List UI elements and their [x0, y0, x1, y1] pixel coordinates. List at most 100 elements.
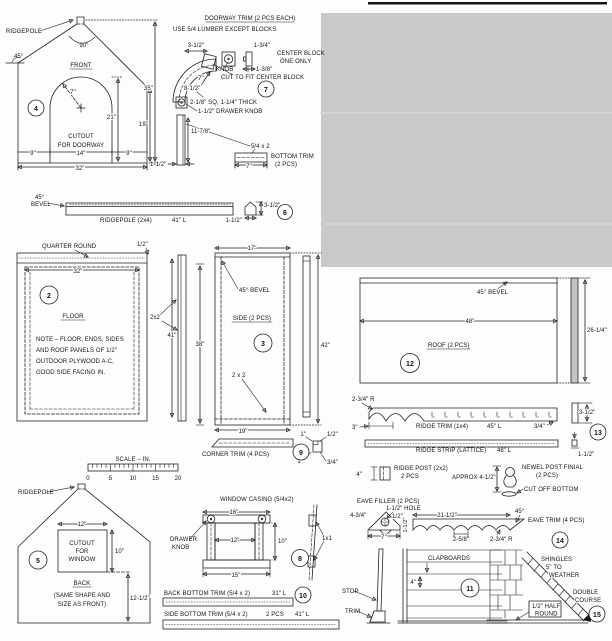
roof-panel: [359, 277, 558, 384]
stop-label: STOP: [342, 589, 359, 595]
scale-10: 10: [130, 476, 137, 482]
dt-block-note: 2-1/8" SQ, 1-1/4" THICK: [190, 100, 257, 106]
eave-part-circle: [551, 531, 569, 549]
ridge-strip-label: RIDGE STRIP (LATTICE): [416, 448, 486, 454]
back-win-width: 12": [77, 522, 86, 528]
section-side: 38" 17" 45° BEVEL SIDE (2 PCS) 42" 2 x 2…: [194, 245, 331, 436]
scale-0: 0: [86, 476, 90, 482]
siding-part-number: 11: [466, 586, 474, 593]
dt-dim-8-5: 8-1/2": [184, 86, 200, 92]
wc-inner-width: 12": [230, 538, 239, 544]
dt-dim-7: 7": [198, 76, 204, 82]
corner-trim-part-circle: [292, 443, 310, 461]
side-top-width: 17": [247, 246, 256, 252]
front-peak-angle: 90°: [79, 43, 89, 49]
dt-strip-len: 11-7/8": [191, 129, 210, 135]
dt-dim-3-5: 3-1/2": [188, 43, 204, 49]
ridgepole-bevel-1: 45°: [35, 195, 45, 201]
finial-label-1: NEWEL POST FINIAL: [522, 465, 584, 471]
section-siding: STOP TRIM CLAPBOARDS 4" 11: [342, 548, 508, 624]
ridge-radius: 2-3/4" R: [352, 397, 375, 403]
front-overall-height: 35": [144, 86, 153, 92]
doorway-trim-subtitle: USE 5/4 LUMBER EXCEPT BLOCKS: [173, 27, 276, 33]
corner-trim-label: CORNER TRIM (4 PCS): [202, 452, 269, 458]
floor-title: FLOOR: [62, 314, 84, 320]
scale-label: SCALE – IN.: [115, 457, 150, 463]
eave-part-number: 14: [556, 538, 564, 545]
front-side-height: 19": [139, 122, 148, 128]
shingles-half-round-1: 1/2" HALF: [532, 604, 561, 610]
front-door-height: 21": [107, 115, 116, 121]
shingles-label-1: SHINGLES: [541, 557, 572, 563]
roof-edge-profile: [570, 277, 579, 384]
ridgepole-profile: [244, 201, 257, 216]
ridge-part-circle: [589, 423, 607, 441]
eave-trim-h: 1-1/2": [403, 517, 409, 532]
side-part-circle: [253, 333, 273, 353]
side-cleat-strip: [302, 255, 311, 418]
wc-drawer-2: KNOB: [172, 545, 189, 551]
corner-trim-bar: [211, 438, 294, 448]
eave-radius: 2-3/4" R: [490, 537, 513, 543]
finial-sphere: [505, 467, 515, 477]
front-cutout-1: CUTOUT: [68, 134, 94, 140]
front-arch-radius: 7": [70, 90, 76, 96]
scale-5: 5: [109, 476, 113, 482]
eave-dim-7: 7": [381, 535, 387, 541]
side-title: SIDE (2 PCS): [233, 316, 271, 322]
shingles-double-1: DOUBLE: [573, 590, 598, 596]
floor-note-4: GOOD SIDE FACING IN.: [36, 370, 106, 376]
wc-drawer-1: DRAWER: [170, 537, 198, 543]
bt-side-label: SIDE BOTTOM TRIM (5/4 x 2): [164, 612, 248, 618]
front-cutout-2: FOR DOORWAY: [58, 143, 104, 149]
ridge-post-icon: [379, 466, 391, 481]
ridge-trim-bar: [368, 407, 558, 422]
section-window-casing: WINDOW CASING (5/4x2) 16" DRAWER KNOB 12…: [170, 497, 334, 581]
shingles-label-3: WEATHER: [549, 573, 580, 579]
front-title: FRONT: [70, 63, 91, 69]
wc-part-circle: [291, 549, 309, 567]
ridgepole-length: 41" L: [172, 218, 187, 224]
bt-part-number: 10: [299, 593, 307, 600]
section-front: RIDGEPOLE 90° 45° FRONT 7" 21" 35" 19" C…: [5, 16, 159, 173]
shingle-wall: [489, 549, 524, 621]
finial-body: [503, 475, 517, 488]
side-cleat: 2 x 2: [232, 373, 246, 379]
ridgepole-bevel-2: BEVEL: [31, 202, 51, 208]
ridge-post-qty: 2 PCS: [401, 474, 419, 480]
siding-exposure: 4": [410, 580, 416, 586]
floor-cleat: 2x2: [150, 315, 161, 321]
bt-back-label: BACK BOTTOM TRIM (5/4 x 2): [164, 591, 250, 597]
shingles-half-round-2: ROUND: [535, 612, 558, 618]
eave-filler-halfround: [379, 529, 392, 535]
doorway-trim-side-piece: [176, 114, 186, 166]
floor-width: 32": [73, 269, 82, 275]
shingles-part-number: 15: [593, 612, 601, 619]
dt-center-block-1: CENTER BLOCK: [277, 51, 325, 57]
dt-lumber: 5/4 x 2: [251, 144, 270, 150]
back-cutout-2: FOR: [76, 549, 90, 555]
back-note-2: SIZE AS FRONT): [58, 602, 106, 608]
dt-knob-note: 1-1/2" DRAWER KNOB: [198, 109, 262, 115]
dt-cut-note: CUT TO FIT CENTER BLOCK: [221, 75, 304, 81]
ct-dim-half: 1/2": [327, 432, 338, 438]
roof-title: ROOF (2 PCS): [428, 343, 470, 349]
section-back: RIDGEPOLE 12" CUTOUT FOR WINDOW 10" BACK…: [17, 483, 151, 624]
corner-trim-profile: [312, 440, 323, 453]
corner-trim-part-number: 9: [299, 450, 303, 457]
clapboards-label: CLAPBOARDS: [428, 556, 470, 562]
ridge-strip-profile: [571, 439, 578, 447]
dt-center-block-2: ONE ONLY: [280, 59, 311, 65]
section-floor: QUARTER ROUND 1/2" 32" FLOOR NOTE – FLOO…: [16, 242, 187, 422]
ridge-part-number: 13: [594, 430, 602, 437]
section-roof: 45° BEVEL 48" ROOF (2 PCS) 26-1/4" 12: [359, 277, 608, 384]
eave-trim-label: EAVE TRIM (4 PCS): [528, 518, 585, 524]
bt-side-len: 41" L: [295, 612, 310, 618]
scale-20: 20: [175, 476, 182, 482]
gray-block: [321, 13, 612, 267]
front-eave-angle: 45°: [14, 54, 24, 60]
eave-dim-half: 1/2": [392, 514, 403, 520]
top-rule: [368, 2, 607, 5]
ridge-dim-3: 3": [352, 425, 358, 431]
